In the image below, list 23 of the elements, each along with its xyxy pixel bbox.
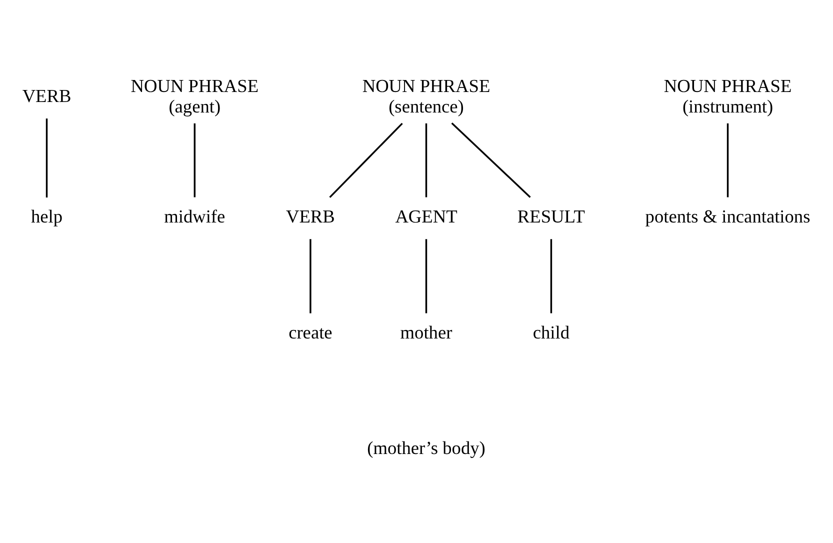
node-text: VERB xyxy=(286,206,335,227)
connector xyxy=(451,122,531,198)
connector xyxy=(310,239,312,314)
connector xyxy=(550,239,552,314)
node-text: NOUN PHRASE (agent) xyxy=(130,76,259,116)
connector xyxy=(425,123,428,198)
node-text: VERB xyxy=(22,86,72,106)
node-text: midwife xyxy=(164,206,226,227)
connector xyxy=(46,118,48,198)
node-text: mother xyxy=(400,322,452,342)
node-text: child xyxy=(532,322,570,342)
connector xyxy=(329,122,403,198)
connector xyxy=(194,123,196,198)
label: (mother’s body) xyxy=(367,438,486,458)
node-text: NOUN PHRASE (instrument) xyxy=(664,76,792,116)
node-text: potents & incantations xyxy=(645,206,810,227)
connector xyxy=(726,123,729,198)
node-text: NOUN PHRASE (sentence) xyxy=(362,76,490,116)
connector xyxy=(425,239,428,314)
node-text: RESULT xyxy=(517,206,585,227)
node-text: AGENT xyxy=(395,206,458,227)
node-text: create xyxy=(288,322,332,342)
node-text: help xyxy=(30,206,63,227)
